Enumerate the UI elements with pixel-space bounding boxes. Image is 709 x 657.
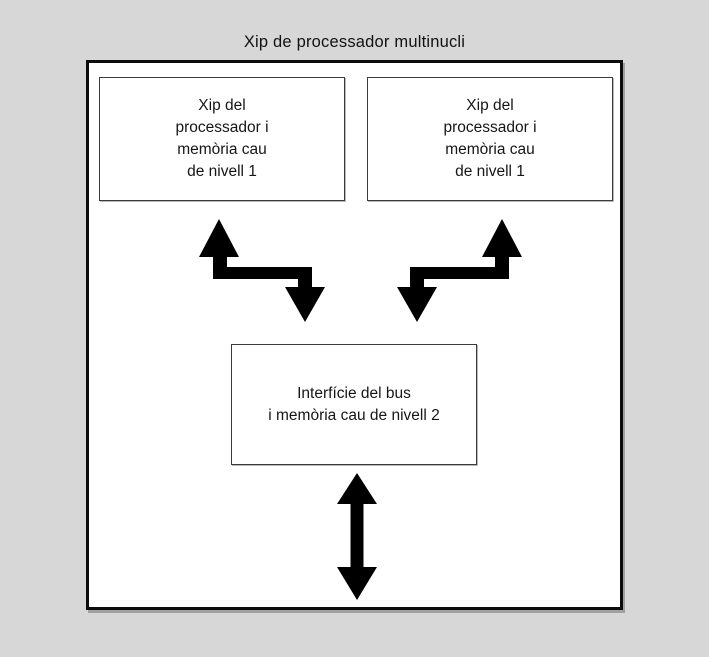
diagram-title: Xip de processador multinucli: [243, 33, 466, 51]
vertical-double-arrow-icon: [337, 473, 377, 600]
core-box-left-line: de nivell 1: [187, 163, 257, 180]
bus-interface-line: Interfície del bus: [297, 384, 411, 402]
core-box-left-line: Xip del: [198, 97, 246, 114]
core-box-left: Xip del processador i memòria cau de niv…: [99, 77, 345, 201]
core-box-left-line: processador i: [175, 119, 269, 136]
bus-interface-line: i memòria cau de nivell 2: [268, 406, 440, 424]
zigzag-double-arrow-right-icon: [397, 219, 522, 322]
bus-interface-box: Interfície del bus i memòria cau de nive…: [231, 344, 477, 465]
core-box-right-line: Xip del: [466, 97, 514, 114]
zigzag-double-arrow-left-icon: [199, 219, 325, 322]
core-box-right: Xip del processador i memòria cau de niv…: [367, 77, 613, 201]
core-box-right-line: de nivell 1: [455, 163, 525, 180]
core-box-right-line: memòria cau: [445, 141, 535, 158]
core-box-left-line: memòria cau: [177, 141, 267, 158]
core-box-right-line: processador i: [443, 119, 537, 136]
